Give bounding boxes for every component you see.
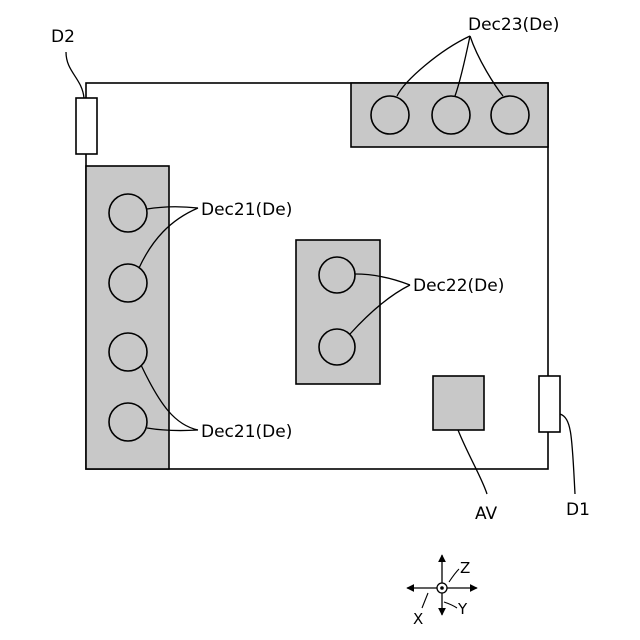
av-block xyxy=(433,376,484,430)
z-leader xyxy=(449,569,459,582)
dec22-label: Dec22(De) xyxy=(413,276,504,296)
d1-label: D1 xyxy=(566,500,590,520)
y-axis-label: Y xyxy=(457,600,468,618)
dec21-label-top: Dec21(De) xyxy=(201,200,292,220)
dec22-panel xyxy=(296,240,380,384)
dec22-circle xyxy=(319,329,355,365)
dec22-circle xyxy=(319,257,355,293)
dec23-circle xyxy=(491,96,529,134)
dec21-label-bottom: Dec21(De) xyxy=(201,422,292,442)
d2-connector xyxy=(76,98,97,154)
x-leader xyxy=(422,593,428,608)
d2-label: D2 xyxy=(51,27,75,47)
x-axis-label: X xyxy=(413,610,423,628)
y-leader xyxy=(444,602,457,608)
dec23-circle xyxy=(432,96,470,134)
d1-leader xyxy=(560,414,575,494)
dec23-panel xyxy=(351,83,548,147)
dec21-circle xyxy=(109,403,147,441)
d2-leader xyxy=(66,52,84,98)
dec21-circle xyxy=(109,264,147,302)
dec23-circle xyxy=(371,96,409,134)
axes-indicator: Z X Y xyxy=(407,555,477,628)
dec21-panel xyxy=(86,166,169,469)
dec21-circle xyxy=(109,194,147,232)
av-label: AV xyxy=(475,504,498,524)
dec23-label: Dec23(De) xyxy=(468,15,559,35)
z-axis-label: Z xyxy=(460,559,470,577)
d1-connector xyxy=(539,376,560,432)
